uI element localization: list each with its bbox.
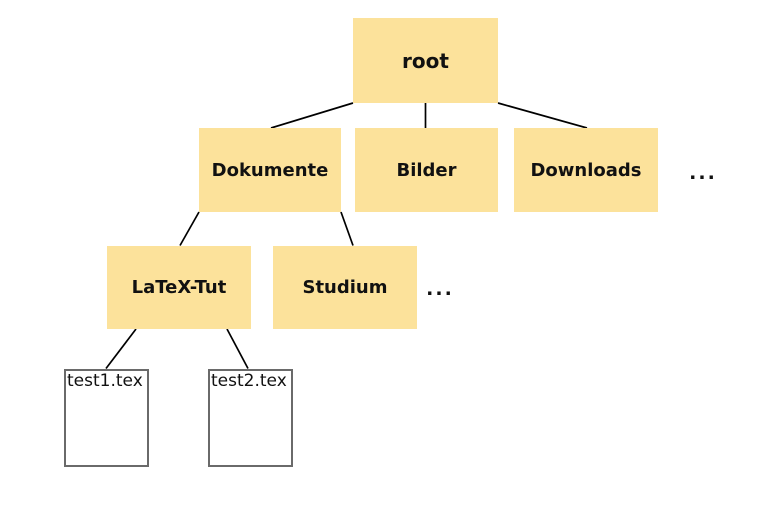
node-latex-tut-label: LaTeX-Tut [131,277,227,298]
node-downloads-label: Downloads [530,159,642,181]
node-dokumente-label: Dokumente [211,159,329,181]
node-root-label: root [402,48,449,73]
node-bilder: Bilder [355,128,498,212]
node-file-test1: test1.tex [64,369,149,467]
node-dokumente: Dokumente [199,128,341,212]
node-root: root [353,18,498,103]
ellipsis-after-studium: ... [426,278,454,300]
node-studium-label: Studium [302,277,388,298]
node-file-test2-label: test2.tex [211,371,287,391]
edge-root-downloads [497,102,588,129]
edge-root-dokumente [270,102,354,129]
edge-latex-tut-test2 [226,328,249,369]
edge-latex-tut-test1 [105,328,137,370]
node-studium: Studium [273,246,417,329]
ellipsis-after-downloads: ... [689,162,717,184]
edge-dokumente-studium [340,211,354,246]
node-bilder-label: Bilder [396,159,457,181]
node-file-test2: test2.tex [208,369,293,467]
node-file-test1-label: test1.tex [67,371,143,391]
node-latex-tut: LaTeX-Tut [107,246,251,329]
edge-dokumente-latex-tut [179,211,200,246]
node-downloads: Downloads [514,128,658,212]
